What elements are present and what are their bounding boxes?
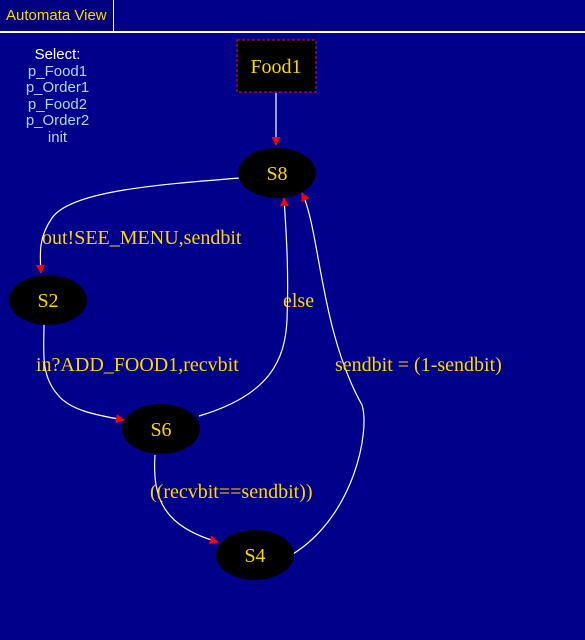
state-s2[interactable] xyxy=(9,275,87,325)
edge-s6-to-s4 xyxy=(153,454,219,545)
state-s8[interactable] xyxy=(238,148,316,198)
select-title: Select: xyxy=(34,46,81,63)
start-box-label: Food1 xyxy=(250,56,301,78)
select-item-p-order2[interactable]: p_Order2 xyxy=(25,112,90,129)
edge-label-s8-to-s2: out!SEE_MENU,sendbit xyxy=(42,227,242,249)
state-s6[interactable] xyxy=(122,404,200,454)
edge-label-s4-to-s8: sendbit = (1-sendbit) xyxy=(335,354,502,376)
select-item-p-order1[interactable]: p_Order1 xyxy=(25,79,90,96)
state-s8-label: S8 xyxy=(266,163,287,185)
select-item-p-food2[interactable]: p_Food2 xyxy=(27,95,88,113)
edge-label-s6-to-s4: ((recvbit==sendbit)) xyxy=(150,481,313,503)
state-s6-label: S6 xyxy=(150,419,171,441)
select-item-p-food1[interactable]: p_Food1 xyxy=(27,62,88,80)
state-s4-label: S4 xyxy=(244,545,265,567)
start-box[interactable] xyxy=(236,39,317,93)
select-panel: Select: p_Food1 p_Order1 p_Food2 p_Order… xyxy=(10,46,105,146)
tab-bar: Automata View xyxy=(0,0,585,33)
edge-s2-to-s6 xyxy=(43,323,125,424)
edge-label-s6-to-s8: else xyxy=(283,290,314,312)
edge-s6-to-s8 xyxy=(198,197,289,417)
edge-label-s2-to-s6: in?ADD_FOOD1,recvbit xyxy=(36,354,239,376)
select-item-init[interactable]: init xyxy=(47,128,68,146)
tab-automata-view[interactable]: Automata View xyxy=(0,0,114,31)
edge-s4-to-s8 xyxy=(292,192,365,555)
edge-s8-to-s2 xyxy=(36,177,241,274)
state-s4[interactable] xyxy=(216,530,294,580)
state-s2-label: S2 xyxy=(37,290,58,312)
